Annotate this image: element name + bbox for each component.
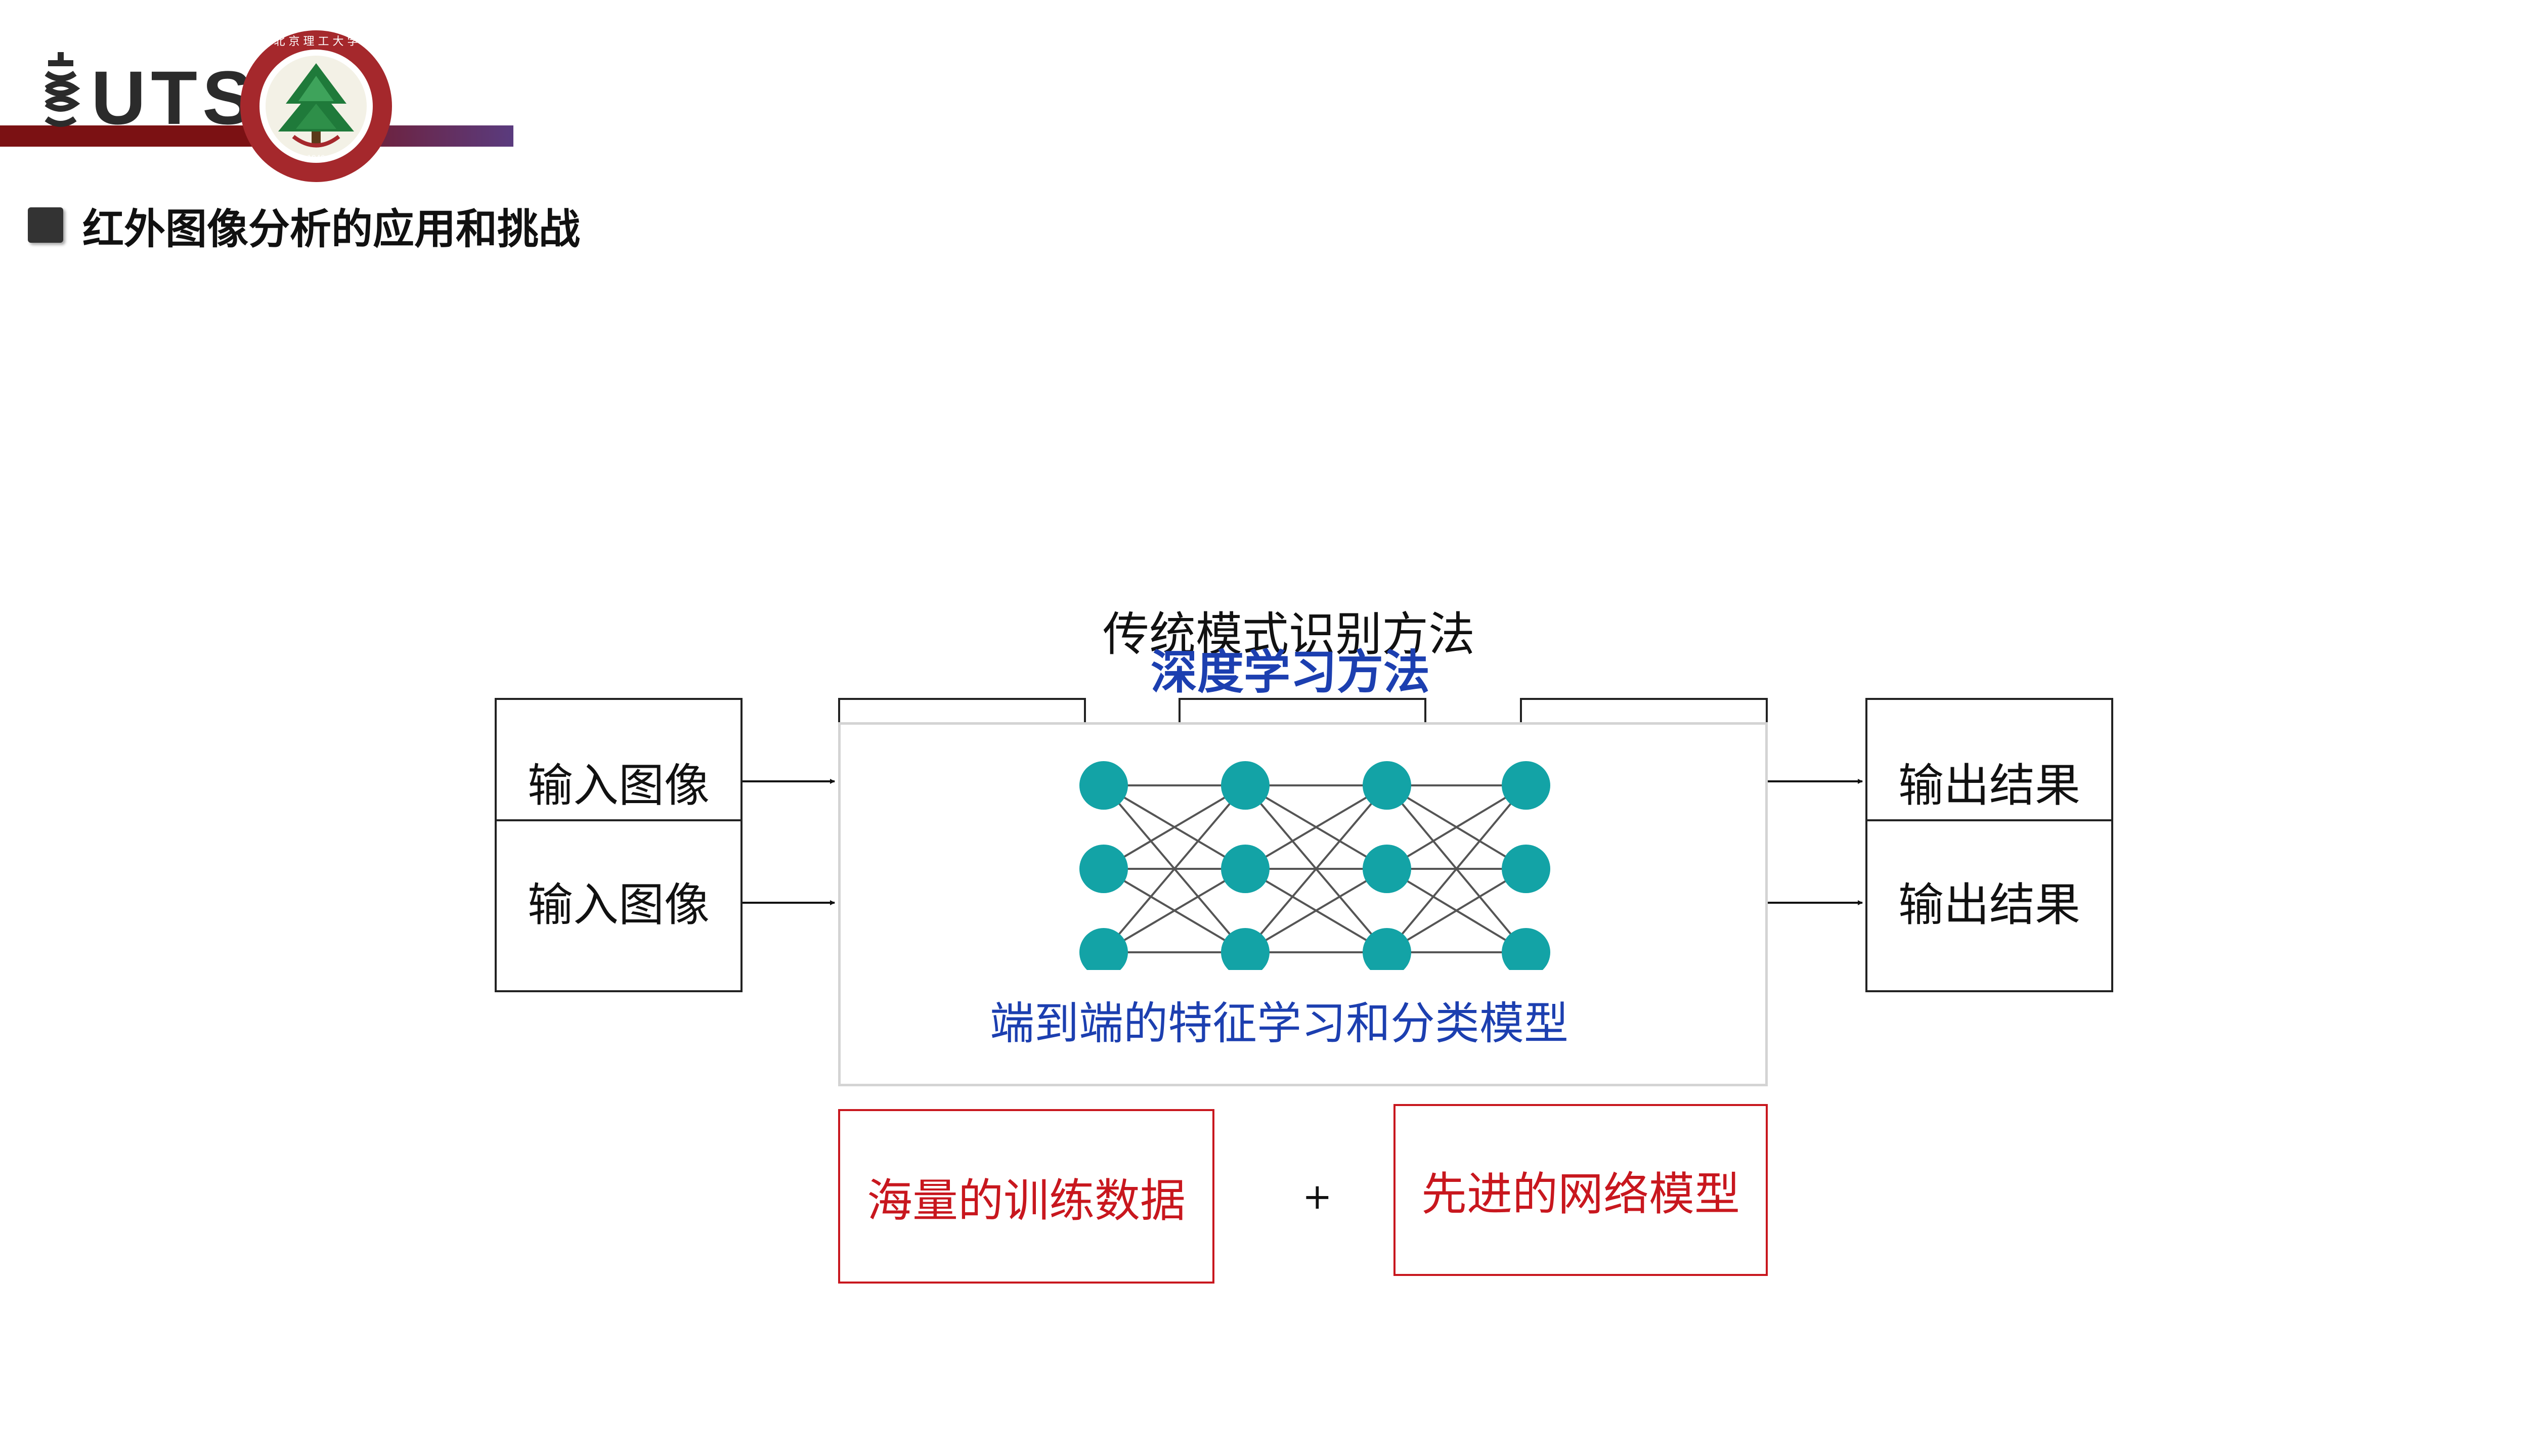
network-model-box: 先进的网络模型 [1393, 1104, 1768, 1276]
dl-output-label: 输出结果 [1898, 878, 2080, 932]
plus-sign: + [1302, 1176, 1332, 1217]
dl-output-box: 输出结果 [1865, 819, 2113, 992]
square-bullet-icon [28, 207, 63, 243]
dl-model-panel: 端到端的特征学习和分类模型 [838, 722, 1768, 1086]
training-data-box: 海量的训练数据 [838, 1109, 1214, 1284]
svg-text:北 京 理 工 大 学: 北 京 理 工 大 学 [274, 35, 359, 48]
network-model-label: 先进的网络模型 [1421, 1168, 1740, 1221]
dl-caption: 端到端的特征学习和分类模型 [990, 997, 1569, 1049]
section-heading: 红外图像分析的应用和挑战 [28, 200, 580, 253]
dl-input-box: 输入图像 [495, 819, 743, 992]
header: UTS 1940 北 京 理 工 大 学 [0, 0, 556, 182]
dl-input-label: 输入图像 [528, 878, 710, 932]
traditional-input-label: 输入图像 [528, 759, 710, 812]
deep-learning-title: 深度学习方法 [1151, 645, 1430, 699]
uts-logo-text: UTS [91, 55, 258, 140]
training-data-label: 海量的训练数据 [867, 1174, 1186, 1227]
svg-text:1940: 1940 [307, 154, 325, 162]
traditional-output-label: 输出结果 [1898, 759, 2080, 812]
bit-seal-logo: 1940 北 京 理 工 大 学 [240, 30, 392, 182]
traditional-title: 传统模式识别方法 [1103, 607, 1475, 661]
uts-ribbon-icon [45, 52, 80, 127]
section-title: 红外图像分析的应用和挑战 [82, 205, 581, 253]
neural-network-icon [1079, 761, 1550, 970]
